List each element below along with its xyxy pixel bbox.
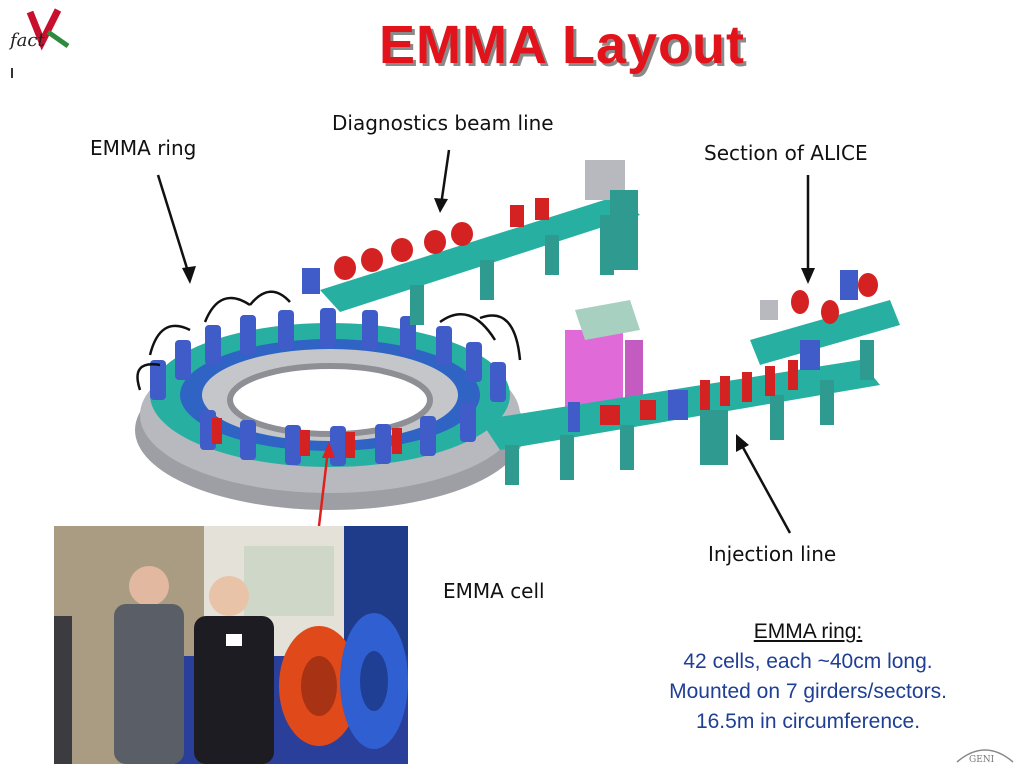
logo-text: fact — [8, 30, 45, 51]
injection-line — [480, 270, 900, 485]
emma-ring-info: EMMA ring: 42 cells, each ~40cm long. Mo… — [622, 617, 994, 737]
info-line-circumference: 16.5m in circumference. — [695, 710, 921, 733]
pointer-arrows — [156, 149, 815, 534]
label-emma-cell: EMMA cell — [443, 579, 545, 603]
footer-logo-text: GENI — [969, 755, 995, 765]
label-section-of-alice: Section of ALICE — [704, 141, 868, 165]
info-line-cells: 42 cells, each ~40cm long. — [683, 650, 933, 673]
footer-logo: GENI — [956, 749, 1014, 765]
fact-logo: fact — [8, 8, 70, 78]
diagnostics-beam-line — [302, 160, 640, 325]
info-line-girders: Mounted on 7 girders/sectors. — [669, 680, 947, 703]
label-emma-ring: EMMA ring — [90, 136, 197, 160]
emma-cell-photo — [54, 526, 408, 764]
label-injection-line: Injection line — [708, 542, 837, 566]
emma-ring-structure — [135, 290, 525, 510]
page-title: EMMA Layout — [379, 15, 745, 75]
info-heading: EMMA ring: — [753, 620, 863, 643]
central-module — [565, 300, 643, 408]
label-diagnostics-beam-line: Diagnostics beam line — [332, 111, 554, 135]
